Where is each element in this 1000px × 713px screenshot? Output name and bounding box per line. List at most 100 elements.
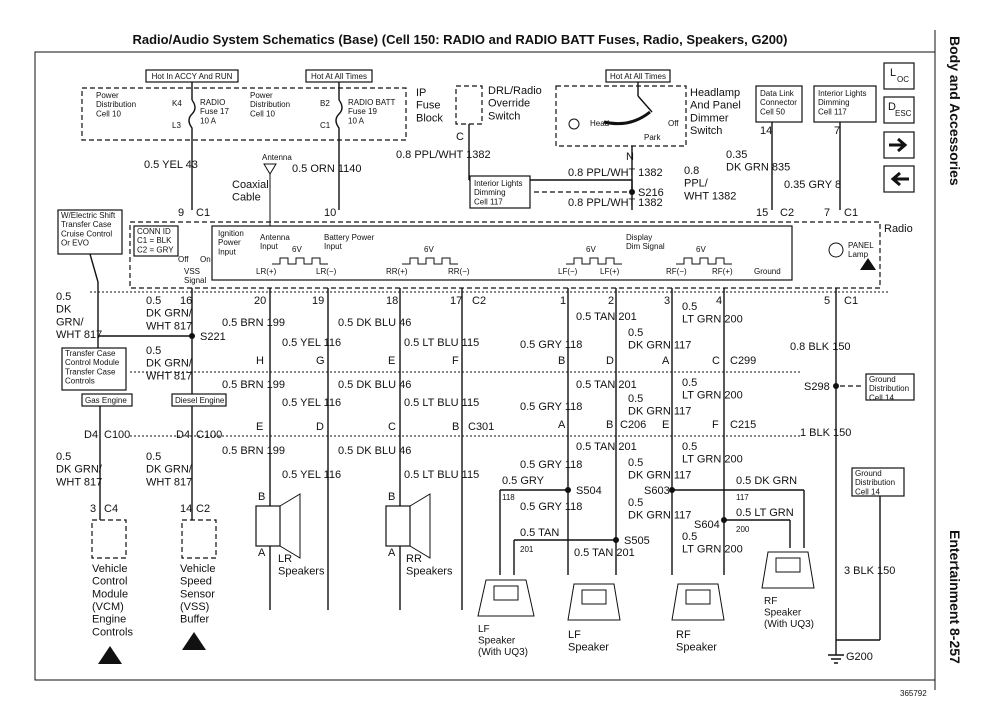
- pin-9: 9: [178, 207, 184, 219]
- lr-minus: LR(−): [316, 267, 337, 276]
- pin-5: 5: [824, 295, 830, 307]
- wire-blk-150-b: 1 BLK 150: [800, 427, 851, 439]
- pin-3-c4: 3: [90, 503, 96, 515]
- wire-ltgrn-200-d: 0.5 LT GRN: [736, 507, 794, 519]
- wire-ltblu-115-b: 0.5 LT BLU 115: [404, 397, 479, 409]
- rr-speaker-icon: [385, 493, 431, 559]
- lf-minus: LF(−): [558, 267, 578, 276]
- pin-b-front: B: [558, 355, 565, 367]
- pin-l3: L3: [172, 121, 181, 130]
- wire-blk-150-c: 3 BLK 150: [844, 565, 895, 577]
- splice-s298: S298: [804, 381, 830, 393]
- drl-pin-c: C: [456, 131, 464, 143]
- conn-c206: C206: [620, 419, 646, 431]
- arrow-left-icon[interactable]: [883, 165, 915, 193]
- switch-on: On: [200, 255, 211, 264]
- wire-gry-118-d: 0.5 GRY: [502, 475, 545, 487]
- wire-blu-46-a: 0.5 DK BLU 46: [338, 317, 411, 329]
- pin-c1-fuse: C1: [320, 121, 331, 130]
- antenna-label: Antenna: [262, 153, 292, 162]
- wire-200-label: 200: [736, 525, 750, 534]
- pin-d2: D: [316, 421, 324, 433]
- wire-brn-199-b: 0.5 BRN 199: [222, 379, 285, 391]
- pin-16: 16: [180, 295, 192, 307]
- hot-all-label-1: Hot At All Times: [311, 72, 367, 81]
- wire-blu-46-b: 0.5 DK BLU 46: [338, 379, 411, 391]
- pin-4: 4: [716, 295, 722, 307]
- v6-a: 6V: [292, 245, 302, 254]
- pin-2: 2: [608, 295, 614, 307]
- wire-gry-118-a: 0.5 GRY 118: [520, 339, 582, 351]
- conn-c215: C215: [730, 419, 756, 431]
- pin-c-front: C: [712, 355, 720, 367]
- wire-tan-201-e: 0.5 TAN 201: [574, 547, 635, 559]
- lf-speaker-uq3-icon: [477, 579, 535, 617]
- antenna-icon: [263, 163, 277, 226]
- wire-tan-201-c: 0.5 TAN 201: [576, 441, 637, 453]
- splice-s504: S504: [576, 485, 602, 497]
- v6-b: 6V: [424, 245, 434, 254]
- loc-icon[interactable]: LOC: [883, 62, 915, 90]
- pin-b2-rear: B: [452, 421, 459, 433]
- pin-d4-a: D4: [84, 429, 98, 441]
- wire-tan-201-b: 0.5 TAN 201: [576, 379, 637, 391]
- pin-a2-front: A: [558, 419, 566, 431]
- esd-icon-vcm: [98, 646, 122, 664]
- pin-19: 19: [312, 295, 324, 307]
- pin-f-front: F: [712, 419, 719, 431]
- wire-blk-150-a: 0.8 BLK 150: [790, 341, 851, 353]
- wire-117-label: 117: [736, 493, 749, 502]
- pin-17: 17: [450, 295, 462, 307]
- pin-e2: E: [256, 421, 263, 433]
- rf-plus: RF(+): [712, 267, 733, 276]
- wire-gry-118-b: 0.5 GRY 118: [520, 401, 582, 413]
- lr-pin-a: A: [258, 547, 266, 559]
- svg-text:D: D: [888, 101, 896, 113]
- arrow-right-icon[interactable]: [883, 131, 915, 159]
- ground-g200: G200: [846, 651, 873, 663]
- pin-a-front: A: [662, 355, 670, 367]
- wire-yel-116-b: 0.5 YEL 116: [282, 397, 341, 409]
- wire-ltblu-115-c: 0.5 LT BLU 115: [404, 469, 479, 481]
- pin-d4-b: D4: [176, 429, 190, 441]
- dimmer-park: Park: [644, 133, 661, 142]
- dimmer-head: Head: [590, 119, 609, 128]
- svg-text:L: L: [890, 67, 896, 79]
- switch-off: Off: [178, 255, 189, 264]
- ild-pin-7: 7: [834, 125, 840, 137]
- wire-ltblu-115-a: 0.5 LT BLU 115: [404, 337, 479, 349]
- radio-label: Radio: [884, 223, 913, 235]
- wire-ppl-1382-b: 0.8 PPL/WHT 1382: [568, 167, 663, 179]
- rr-pin-a: A: [388, 547, 396, 559]
- esd-icon-vss: [182, 632, 206, 650]
- pin-7: 7: [824, 207, 830, 219]
- wire-201-label: 201: [520, 545, 534, 554]
- ground-label: Ground: [754, 267, 781, 276]
- splice-s604: S604: [694, 519, 720, 531]
- pin-e-front: E: [662, 419, 669, 431]
- splice-s603: S603: [644, 485, 670, 497]
- lf-speaker-icon: [567, 583, 621, 621]
- dimmer-pin-n: N: [626, 151, 634, 163]
